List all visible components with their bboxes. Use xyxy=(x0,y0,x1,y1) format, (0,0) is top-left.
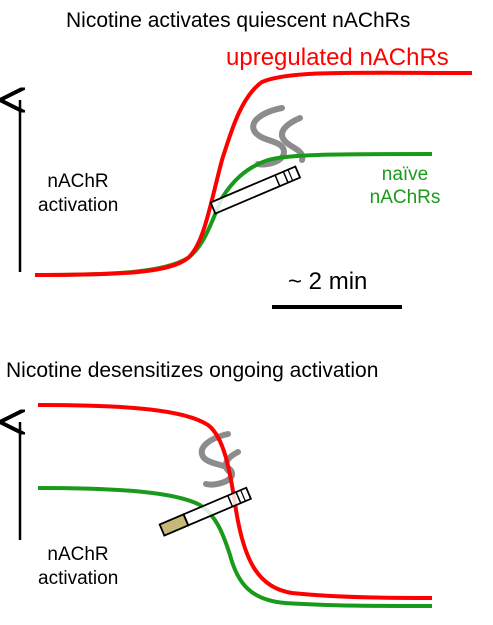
y-label-line2: activation xyxy=(38,194,119,216)
top-y-axis-label: nAChR activation xyxy=(38,170,118,218)
cigarette-icon xyxy=(158,486,253,537)
bottom-y-axis-label: nAChR activation xyxy=(38,543,118,591)
top-panel xyxy=(20,70,473,309)
upregulated-activation-curve xyxy=(34,70,473,277)
time-scale-label: ~ 2 min xyxy=(288,268,368,295)
bottom-panel xyxy=(20,403,433,608)
upregulated-label: upregulated nAChRs xyxy=(226,44,449,71)
y-label-line1: nAChR xyxy=(47,171,109,192)
y-label-line2: activation xyxy=(38,567,119,589)
naive-label: naïve nAChRs xyxy=(350,164,460,210)
naive-activation-curve xyxy=(37,486,433,608)
top-panel-title: Nicotine activates quiescent nAChRs xyxy=(66,9,411,32)
naive-label-line2: nAChRs xyxy=(369,186,441,208)
upregulated-activation-curve xyxy=(37,403,433,600)
smoke-icon xyxy=(250,105,306,168)
y-label-line1: nAChR xyxy=(47,544,109,565)
cigarette-icon xyxy=(209,165,302,215)
bottom-panel-title: Nicotine desensitizes ongoing activation xyxy=(6,359,379,382)
naive-label-line1: naïve xyxy=(381,164,429,185)
